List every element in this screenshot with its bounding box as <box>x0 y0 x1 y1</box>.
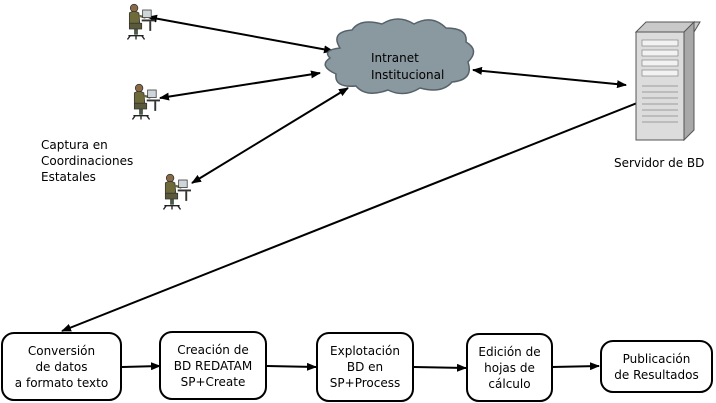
cloud-label: Intranet Institucional <box>371 51 445 82</box>
link-creacion-explotacion <box>266 362 317 371</box>
workstation-2-icon <box>131 83 162 121</box>
step-conversion: Conversión de datos a formato texto <box>1 332 122 401</box>
link-conversion-creacion <box>121 362 161 371</box>
link-workstation3-cloud <box>191 87 349 184</box>
link-explotacion-edicion <box>413 363 467 372</box>
capture-label: Captura en Coordinaciones Estatales <box>41 138 134 184</box>
link-workstation2-cloud <box>159 70 321 101</box>
step-publicacion: Publicación de Resultados <box>600 340 713 393</box>
server-tower-icon <box>634 20 701 142</box>
step-creacion: Creación de BD REDATAM SP+Create <box>159 331 267 400</box>
link-workstation1-cloud <box>147 14 334 54</box>
step-edicion: Edición de hojas de cálculo <box>466 333 553 402</box>
link-cloud-server <box>472 66 627 89</box>
step-explotacion: Explotación BD en SP+Process <box>316 332 414 402</box>
workstation-1-icon <box>126 3 157 41</box>
network-cloud-icon <box>324 18 475 95</box>
link-edicion-publicacion <box>551 362 600 371</box>
link-server-conversion <box>61 102 638 332</box>
server-label: Servidor de BD <box>614 156 705 170</box>
workstation-3-icon <box>162 173 193 211</box>
